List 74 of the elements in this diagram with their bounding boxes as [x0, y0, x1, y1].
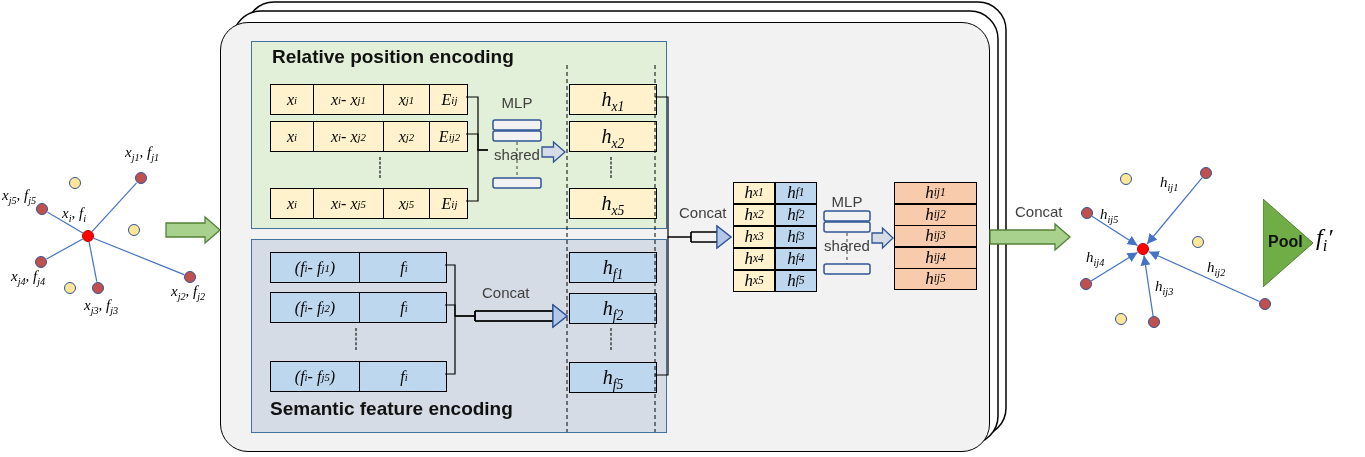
block-arrow — [541, 140, 566, 164]
feature-vector-box: h$_{x1}$ — [569, 84, 657, 115]
panel-title: Relative position encoding — [272, 46, 514, 68]
neighbor-point-dot — [36, 203, 48, 215]
module-panel — [220, 22, 990, 452]
point-dot — [1115, 313, 1127, 325]
neighbor-point-dot — [1200, 167, 1212, 179]
connector-line — [1090, 251, 1139, 282]
block-arrow — [989, 222, 1071, 252]
edge-label: h$_{ij3}$ — [1155, 278, 1174, 295]
pool-label: Pool — [1268, 233, 1303, 251]
point-dot — [69, 177, 81, 189]
neighbor-point-dot — [35, 256, 47, 268]
feature-row — [270, 361, 447, 392]
feature-vector-box: h$_{f5}$ — [569, 362, 657, 393]
connector-line — [444, 304, 568, 375]
feature-vector-box: h$_{x2}$ — [569, 121, 657, 152]
feature-row — [270, 292, 447, 323]
neighbor-point-dot — [135, 172, 147, 184]
block-arrow — [871, 226, 894, 250]
connector-line — [47, 211, 84, 234]
neighbor-point-dot — [184, 271, 196, 283]
center-point-dot — [82, 230, 94, 242]
connector-line — [654, 225, 732, 376]
center-point-dot — [1137, 243, 1149, 255]
edge-label: h$_{ij2}$ — [1207, 259, 1226, 276]
feature-row — [270, 252, 447, 283]
connector-line — [46, 238, 84, 260]
neighbor-point-dot — [1081, 207, 1093, 219]
feature-row — [270, 121, 468, 152]
point-dot — [64, 282, 76, 294]
point-label: x$_{j1}$, f$_{j1}$ — [125, 144, 160, 161]
neighbor-point-dot — [1259, 298, 1271, 310]
neighbor-point-dot — [92, 282, 104, 294]
feature-table — [894, 182, 977, 290]
connector-line — [465, 149, 489, 202]
point-label: x$_{j3}$, f$_{j3}$ — [84, 297, 119, 314]
feature-row — [270, 84, 468, 115]
mlp-label: MLP — [501, 94, 533, 111]
edge-label: h$_{ij4}$ — [1086, 249, 1105, 266]
connector-line — [93, 237, 185, 276]
edge-label: h$_{ij5}$ — [1100, 206, 1119, 223]
edge-label: Concat — [1015, 203, 1063, 220]
block-arrow — [165, 215, 221, 245]
point-label: f$_{i}$′ — [1316, 224, 1333, 251]
neighbor-point-dot — [1148, 316, 1160, 328]
edge-label: Concat — [482, 284, 530, 301]
mlp-label: MLP — [831, 193, 863, 210]
feature-vector-box: h$_{f1}$ — [569, 252, 657, 283]
feature-table — [733, 182, 817, 292]
connector-line — [1146, 177, 1203, 245]
feature-vector-box: h$_{x5}$ — [569, 188, 657, 219]
point-dot — [1120, 173, 1132, 185]
encoding-panel — [251, 239, 667, 433]
connector-line — [1148, 251, 1261, 303]
feature-row — [270, 188, 468, 219]
point-dot — [128, 224, 140, 236]
encoding-panel — [251, 41, 667, 229]
connector-line — [1140, 254, 1154, 317]
shared-label: shared — [494, 146, 540, 163]
point-dot — [1192, 236, 1204, 248]
edge-label: h$_{ij1}$ — [1160, 174, 1179, 191]
connector-line — [91, 182, 138, 233]
point-label: x$_{i}$, f$_{i}$ — [62, 205, 87, 222]
neighbor-point-dot — [1080, 278, 1092, 290]
point-label: x$_{j2}$, f$_{j2}$ — [171, 283, 206, 300]
feature-vector-box: h$_{f2}$ — [569, 293, 657, 324]
connector-line — [88, 241, 98, 283]
panel-title: Semantic feature encoding — [270, 398, 513, 420]
edge-label: Concat — [679, 204, 727, 221]
point-label: x$_{j5}$, f$_{j5}$ — [2, 187, 37, 204]
shared-label: shared — [824, 237, 870, 254]
point-label: x$_{j4}$, f$_{j4}$ — [11, 268, 46, 285]
connector-line — [1091, 215, 1139, 247]
